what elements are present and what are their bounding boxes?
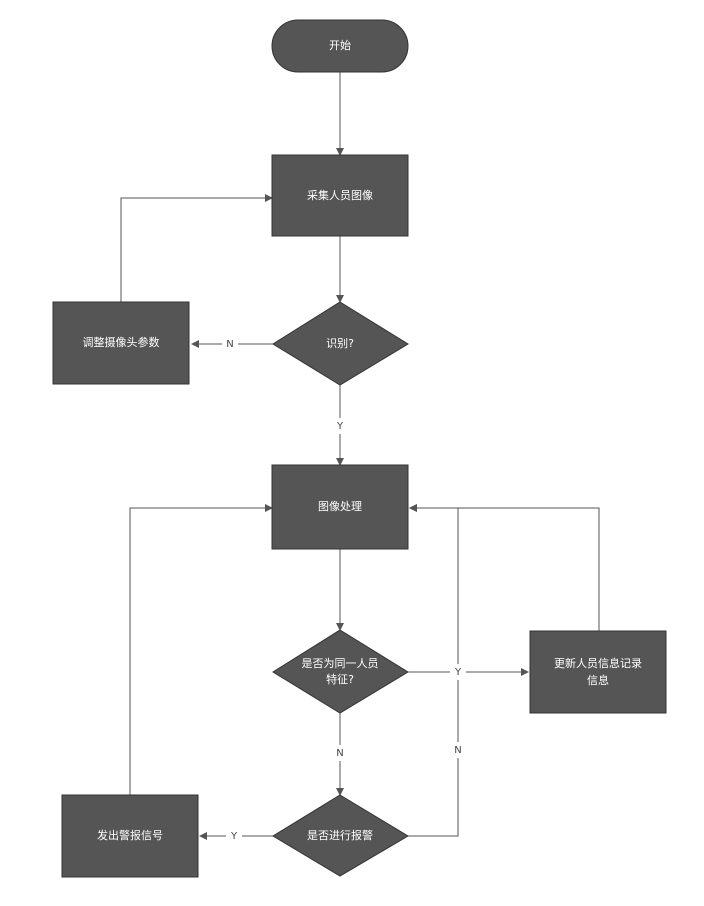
acquire-image-label: 采集人员图像 xyxy=(307,188,373,202)
edge-label-alarm-yes: Y xyxy=(230,831,238,842)
issue-alarm-label: 发出警报信号 xyxy=(97,828,163,842)
process-image-label: 图像处理 xyxy=(318,500,362,513)
edge-label-same-yes: Y xyxy=(454,667,462,678)
adjust-camera-label: 调整摄像头参数 xyxy=(83,335,160,349)
same-person-label-line1: 是否为同一人员 xyxy=(302,657,379,670)
issue-alarm-process: 发出警报信号 xyxy=(62,795,198,877)
edge-label-same-no: N xyxy=(336,748,343,759)
detect-decision-label: 识别? xyxy=(326,337,354,350)
same-person-decision: 是否为同一人员 特征? xyxy=(273,630,408,713)
edge-adjust-to-acquire xyxy=(121,198,272,302)
same-person-label-line2: 特征? xyxy=(326,672,354,686)
edge-update-to-process xyxy=(410,508,599,631)
edge-issue-to-process xyxy=(130,508,272,795)
edge-label-detect-yes: Y xyxy=(336,421,344,432)
start-terminator: 开始 xyxy=(272,20,408,72)
alarm-decision-label: 是否进行报警 xyxy=(307,828,373,842)
update-record-label-line1: 更新人员信息记录 xyxy=(554,656,642,670)
adjust-camera-process: 调整摄像头参数 xyxy=(53,302,189,384)
edge-label-detect-no: N xyxy=(226,339,233,350)
alarm-decision: 是否进行报警 xyxy=(273,795,408,876)
acquire-image-process: 采集人员图像 xyxy=(272,155,408,236)
start-label: 开始 xyxy=(329,38,351,52)
update-record-process: 更新人员信息记录 信息 xyxy=(530,631,666,713)
update-record-label-line2: 信息 xyxy=(587,673,609,687)
process-image-process: 图像处理 xyxy=(272,465,408,549)
edge-label-alarm-no: N xyxy=(454,745,461,756)
detect-decision: 识别? xyxy=(273,302,408,385)
